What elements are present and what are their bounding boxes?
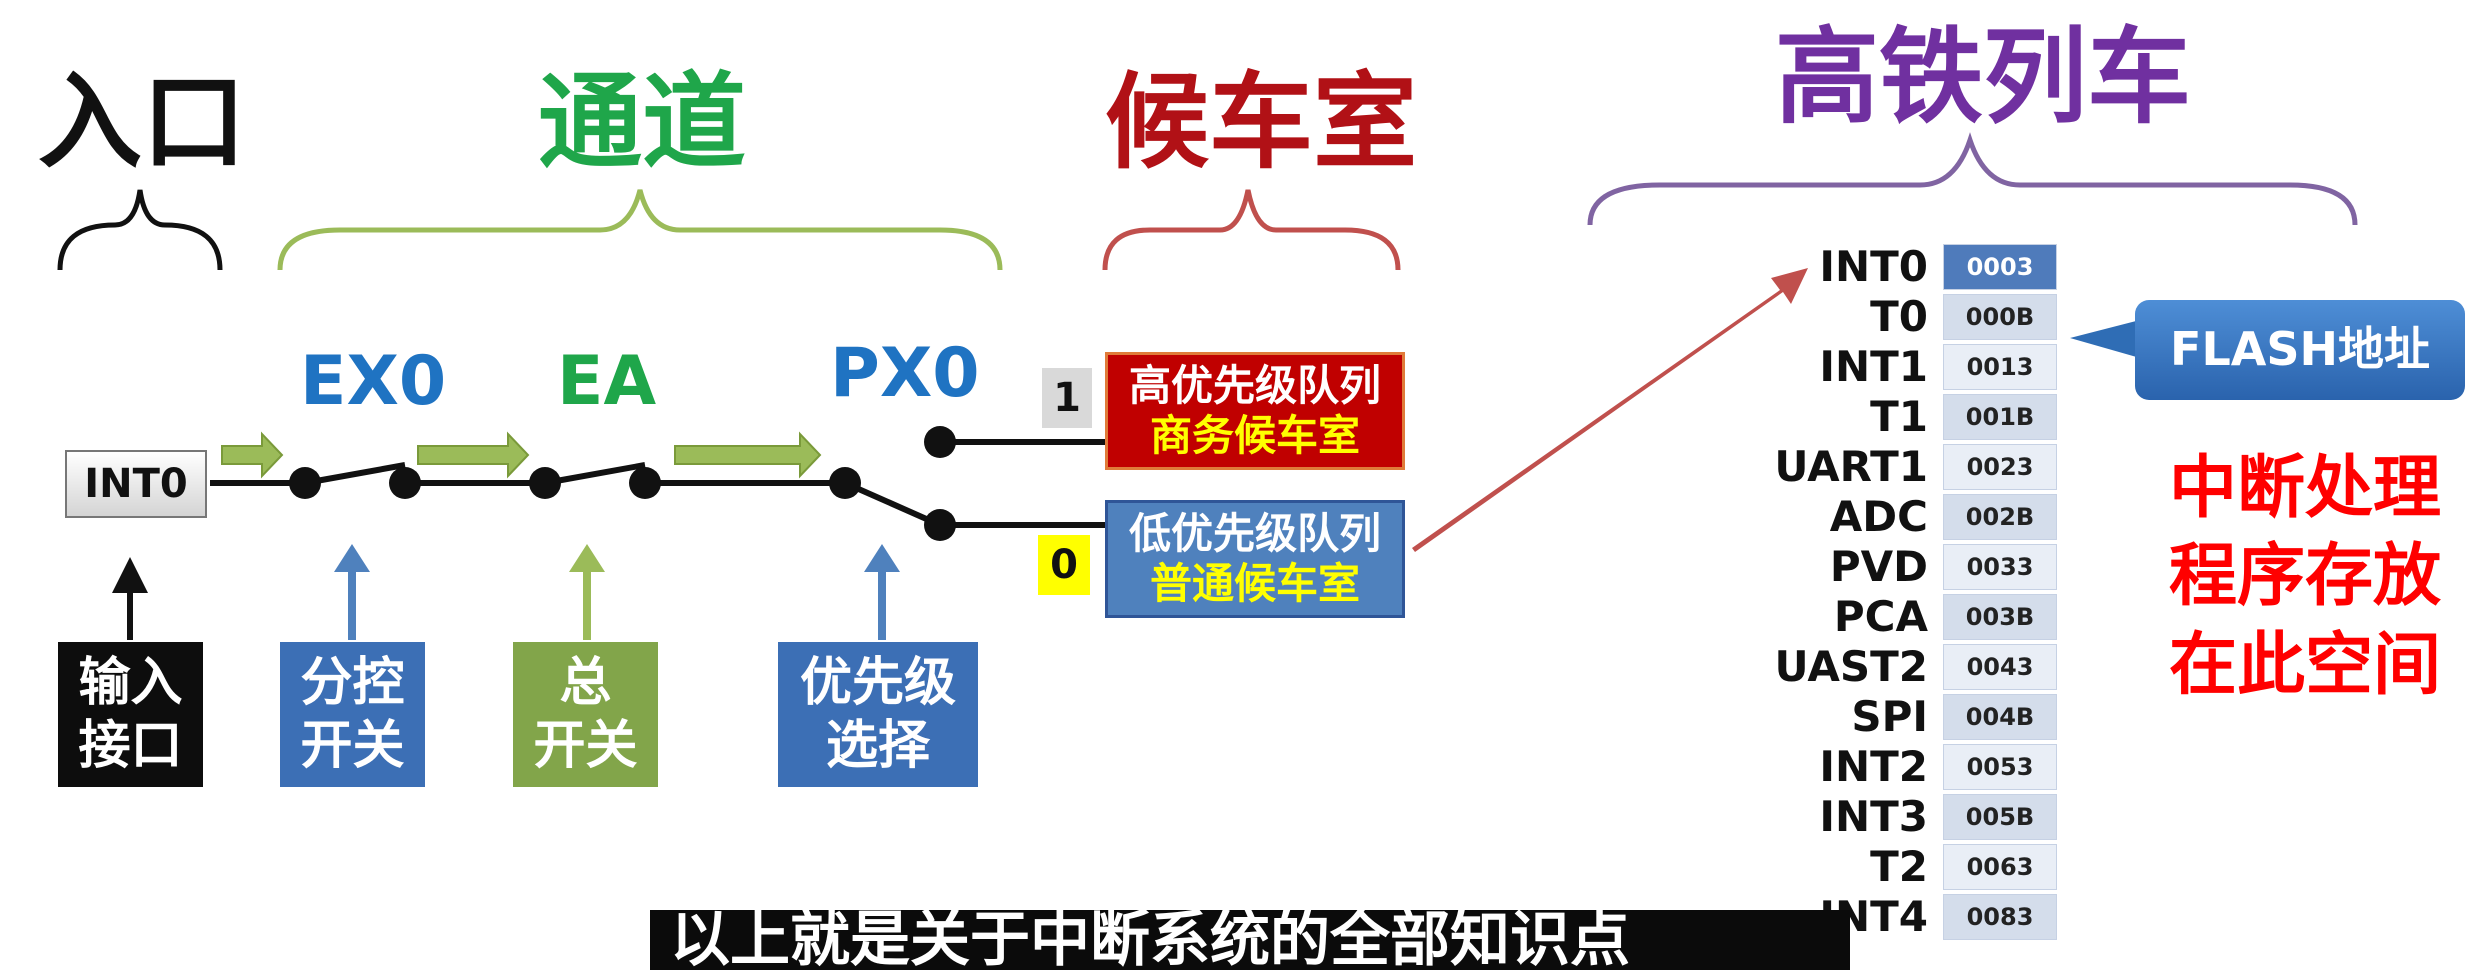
caption-priority-select: 优先级 选择 [778,642,978,787]
vector-address: 0053 [1943,744,2057,790]
vector-address: 0023 [1943,444,2057,490]
flow-arrow [221,431,284,479]
header-train: 高铁列车 [1775,16,2192,138]
vector-address: 0063 [1943,844,2057,890]
vector-address: 0013 [1943,344,2057,390]
flash-address-callout: FLASH地址 [2135,300,2465,400]
vector-address: 004B [1943,694,2057,740]
switch-ex0-label: EX0 [300,342,447,421]
vector-name: UART1 [1774,442,1928,491]
vector-address: 001B [1943,394,2057,440]
contact-dot [829,467,861,499]
vector-name: PCA [1833,592,1928,641]
caption-main-switch: 总 开关 [513,642,658,787]
vector-name: PVD [1829,542,1928,591]
low-priority-queue: 低优先级队列 普通候车室 [1105,500,1405,618]
ex0-contact-line [304,462,406,486]
vector-address: 003B [1943,594,2057,640]
callout-pointer [2070,320,2140,358]
ea-pointer-arrow [569,544,605,640]
caption-input-port: 输入 接口 [58,642,203,787]
vector-name: INT1 [1819,342,1928,391]
flow-arrow [674,431,822,479]
vector-name: INT0 [1819,242,1928,291]
priority-tag-low: 0 [1038,535,1090,595]
flow-arrow [417,431,530,479]
input-int0-box: INT0 [65,450,207,518]
header-entrance: 入口 [38,61,247,183]
ex0-pointer-arrow [334,544,370,640]
vector-address: 005B [1943,794,2057,840]
switch-ea-label: EA [557,342,657,421]
link-arrow [1412,268,1808,552]
ea-contact-line [544,462,646,486]
vector-address: 0083 [1943,894,2057,940]
contact-dot [289,467,321,499]
brace-channel [277,189,1003,271]
vector-address: 0003 [1943,244,2057,290]
caption-sub-switch: 分控 开关 [280,642,425,787]
vector-address: 000B [1943,294,2057,340]
switch-px0-label: PX0 [830,334,980,413]
priority-tag-high: 1 [1042,368,1092,428]
vector-address: 0033 [1943,544,2057,590]
input-int0-label: INT0 [84,461,188,507]
vector-name: SPI [1851,692,1928,741]
vector-address: 002B [1943,494,2057,540]
px0-pointer-arrow [864,544,900,640]
brace-waiting-room [1102,189,1401,271]
vector-address: 0043 [1943,644,2057,690]
subtitle-bar: 以上就是关于中断系统的全部知识点 [650,910,1850,970]
isr-storage-note: 中断处理 程序存放 在此空间 [2168,449,2441,705]
brace-train [1587,132,2358,226]
contact-dot [529,467,561,499]
high-priority-queue: 高优先级队列 商务候车室 [1105,352,1405,470]
contact-dot [924,509,956,541]
header-channel: 通道 [538,61,747,183]
contact-dot [389,467,421,499]
brace-entrance [57,189,223,271]
contact-dot [924,426,956,458]
contact-dot [629,467,661,499]
vector-name: INT2 [1819,742,1928,791]
vector-name: T1 [1870,392,1928,441]
vector-name: ADC [1829,492,1928,541]
header-waiting-room: 候车室 [1105,61,1418,183]
vector-name: T0 [1870,292,1928,341]
vector-name: T2 [1870,842,1928,891]
px0-switch-arm [843,480,942,528]
vector-name: INT3 [1819,792,1928,841]
vector-name: UAST2 [1774,642,1928,691]
